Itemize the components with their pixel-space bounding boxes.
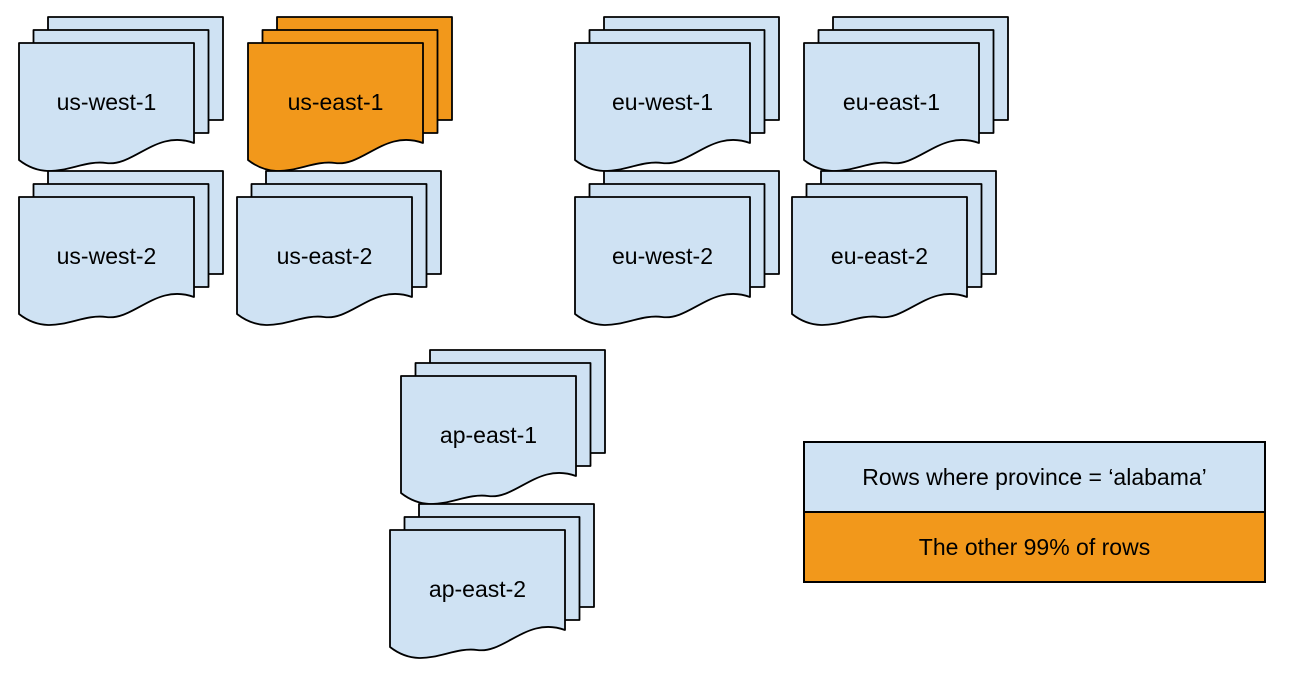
- legend-item-other-rows: The other 99% of rows: [805, 511, 1264, 581]
- region-stack-us-west-2: us-west-2: [18, 170, 224, 332]
- document-stack-icon: [400, 349, 606, 505]
- document-stack-icon: [803, 16, 1009, 172]
- region-stack-us-east-2: us-east-2: [236, 170, 442, 332]
- legend-item-label: Rows where province = ‘alabama’: [862, 463, 1207, 490]
- document-stack-icon: [389, 503, 595, 659]
- document-stack-icon: [791, 170, 997, 326]
- region-stack-eu-east-2: eu-east-2: [791, 170, 997, 332]
- region-stack-ap-east-2: ap-east-2: [389, 503, 595, 665]
- region-stack-us-east-1: us-east-1: [247, 16, 453, 178]
- region-label: ap-east-1: [439, 422, 538, 448]
- region-stack-eu-east-1: eu-east-1: [803, 16, 1009, 178]
- region-stack-eu-west-1: eu-west-1: [574, 16, 780, 178]
- region-label: eu-east-2: [830, 243, 929, 269]
- region-stack-ap-east-1: ap-east-1: [400, 349, 606, 511]
- region-stack-us-west-1: us-west-1: [18, 16, 224, 178]
- document-stack-icon: [236, 170, 442, 326]
- region-label: eu-west-1: [612, 89, 713, 115]
- region-stack-eu-west-2: eu-west-2: [574, 170, 780, 332]
- region-label: eu-west-2: [612, 243, 713, 269]
- document-stack-icon: [574, 16, 780, 172]
- region-label: us-west-2: [56, 243, 157, 269]
- region-label: us-east-2: [276, 243, 373, 269]
- document-stack-icon: [574, 170, 780, 326]
- legend-item-alabama-rows: Rows where province = ‘alabama’: [805, 443, 1264, 511]
- region-label: us-east-1: [287, 89, 384, 115]
- legend-item-label: The other 99% of rows: [918, 533, 1151, 560]
- document-stack-icon: [18, 170, 224, 326]
- document-stack-icon: [247, 16, 453, 172]
- region-label: us-west-1: [56, 89, 157, 115]
- region-label: eu-east-1: [842, 89, 941, 115]
- document-stack-icon: [18, 16, 224, 172]
- region-label: ap-east-2: [428, 576, 527, 602]
- legend: Rows where province = ‘alabama’ The othe…: [803, 441, 1266, 583]
